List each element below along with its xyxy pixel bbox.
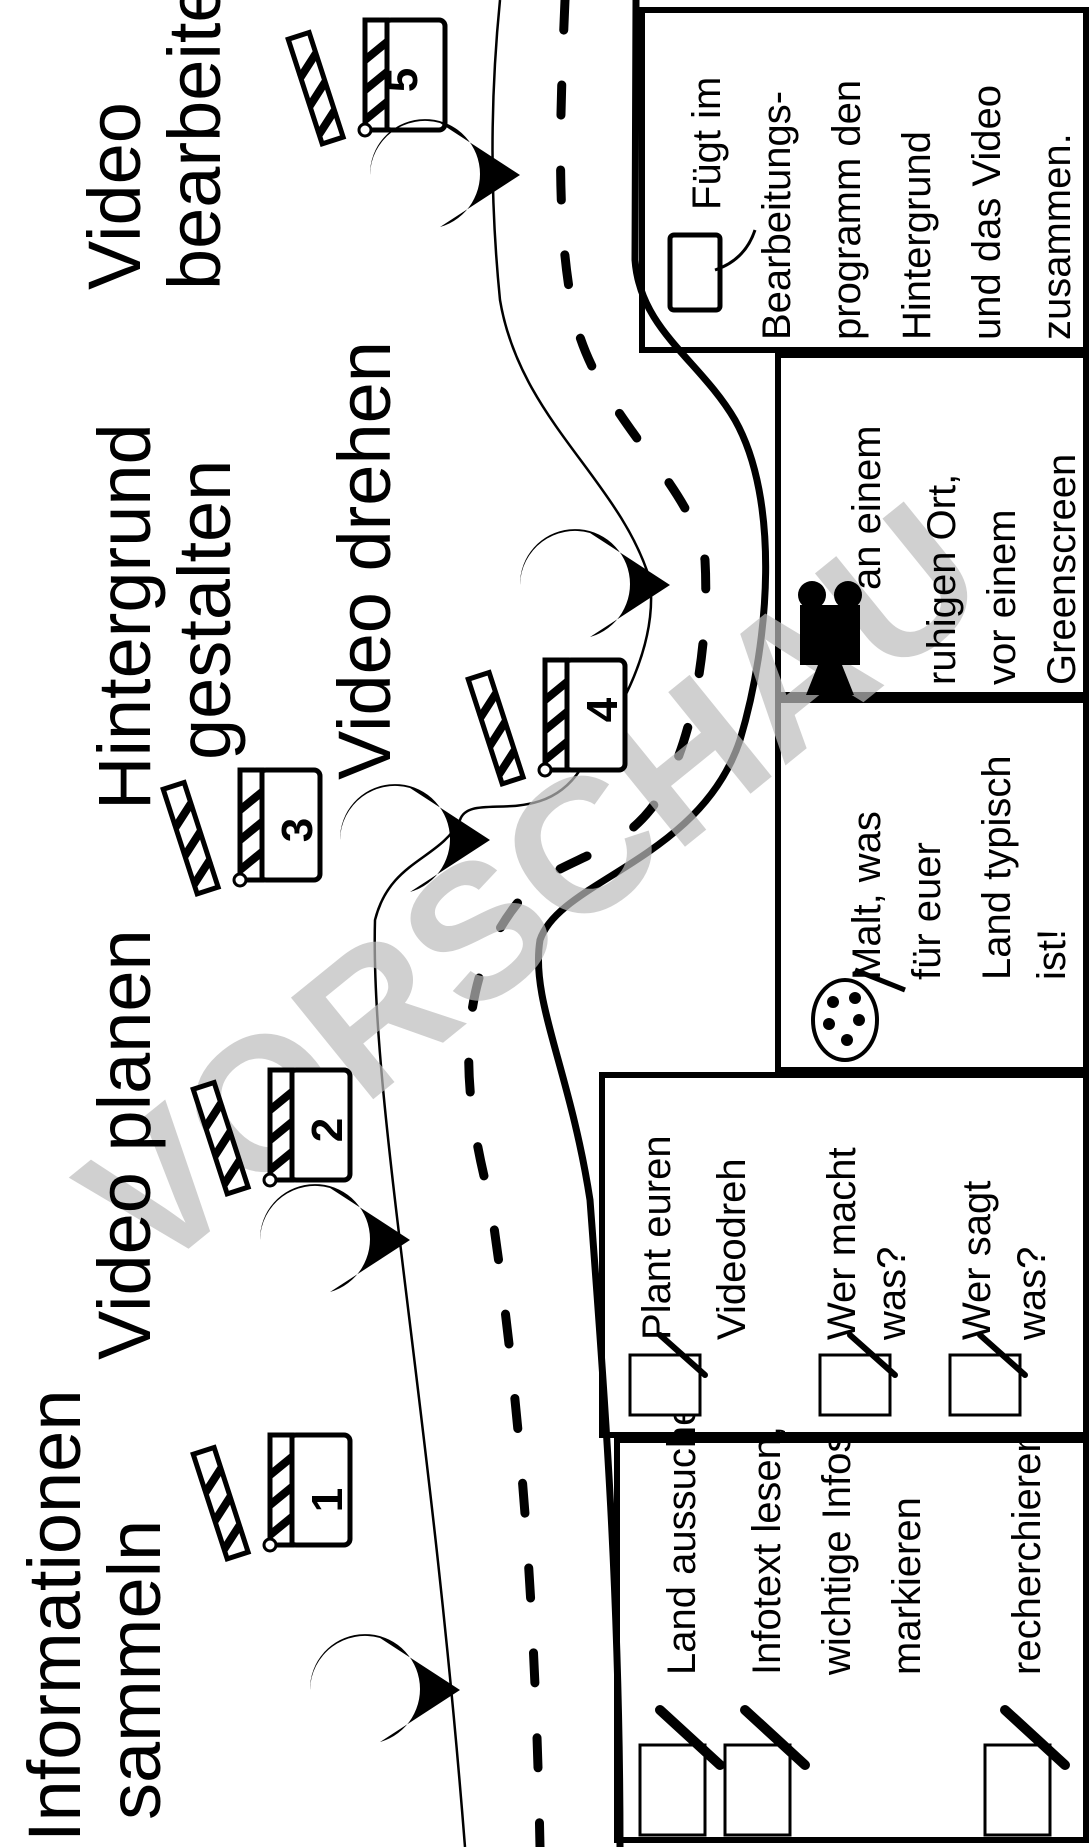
tablet-touch-icon (670, 230, 755, 310)
box3-line2: für euer (905, 842, 949, 980)
box4-line4: Greenscreen (1040, 454, 1084, 685)
stage3-title-line1: Hintergrund (83, 423, 166, 810)
stage4-title: Video drehen (323, 341, 406, 780)
box1-line5: recherchieren (1005, 1430, 1049, 1675)
location-pin-icon (520, 529, 670, 637)
stage3-title-line2: gestalten (163, 460, 246, 760)
box5-line2: Bearbeitungs- (755, 91, 799, 340)
document-pencil-icon (630, 1335, 705, 1415)
stage5-title-line2: bearbeiten (153, 0, 236, 290)
clapperboard-number-3: 3 (273, 818, 322, 842)
box5-line6: zusammen. (1035, 133, 1079, 340)
notepad-pencil-icon (985, 1710, 1065, 1835)
box-step1: Land aussuchen Infotext lesen, wichtige … (640, 1381, 1065, 1835)
clapperboard-number-4: 4 (578, 697, 627, 722)
document-pencil-icon (950, 1335, 1025, 1415)
box5-line4: Hintergrund (895, 131, 939, 340)
box2-line3: Wer macht (820, 1147, 864, 1340)
stage1-title-line1: Informationen (13, 1390, 96, 1843)
box1-line3: wichtige Infos (815, 1433, 859, 1676)
box4-line2: ruhigen Ort, (920, 474, 964, 685)
box-step2: Plant euren Videodreh Wer macht was? Wer… (630, 1135, 1054, 1415)
notepad-pencil-icon (725, 1710, 805, 1835)
box2-line5: Wer sagt (955, 1181, 999, 1340)
box1-line4: markieren (885, 1497, 929, 1675)
clapperboard-number-1: 1 (303, 1488, 352, 1512)
box-step3: Malt, was für euer Land typisch ist! (813, 755, 1074, 1060)
box1-line1: Land aussuchen (660, 1381, 704, 1675)
stage5-title-line1: Video (73, 102, 156, 290)
box3-line3: Land typisch (975, 755, 1019, 980)
palette-icon (813, 970, 905, 1060)
box-step5: Fügt im Bearbeitungs- programm den Hinte… (670, 77, 1079, 340)
box2-line2: Videodreh (710, 1158, 754, 1340)
box5-line5: und das Video (965, 85, 1009, 340)
box3-line1: Malt, was (845, 811, 889, 980)
notepad-pencil-icon (640, 1710, 720, 1835)
box2-line6: was? (1010, 1247, 1054, 1341)
box1-line2: Infotext lesen, (745, 1426, 789, 1675)
box2-line4: was? (870, 1247, 914, 1341)
stage2-title: Video planen (83, 929, 166, 1360)
clapperboard-number-5: 5 (378, 68, 427, 92)
box4-line3: vor einem (980, 509, 1024, 685)
location-pin-icon (370, 119, 520, 227)
stage1-title-line2: sammeln (93, 1520, 176, 1820)
location-pin-icon (310, 1634, 460, 1742)
box4-line1: an einem (845, 425, 889, 590)
box5-line1: Fügt im (685, 77, 729, 210)
box5-line3: programm den (825, 80, 869, 340)
document-pencil-icon (820, 1335, 895, 1415)
clapperboard-number-2: 2 (303, 1118, 352, 1142)
box3-line4: ist! (1030, 929, 1074, 980)
box2-line1: Plant euren (635, 1135, 679, 1340)
